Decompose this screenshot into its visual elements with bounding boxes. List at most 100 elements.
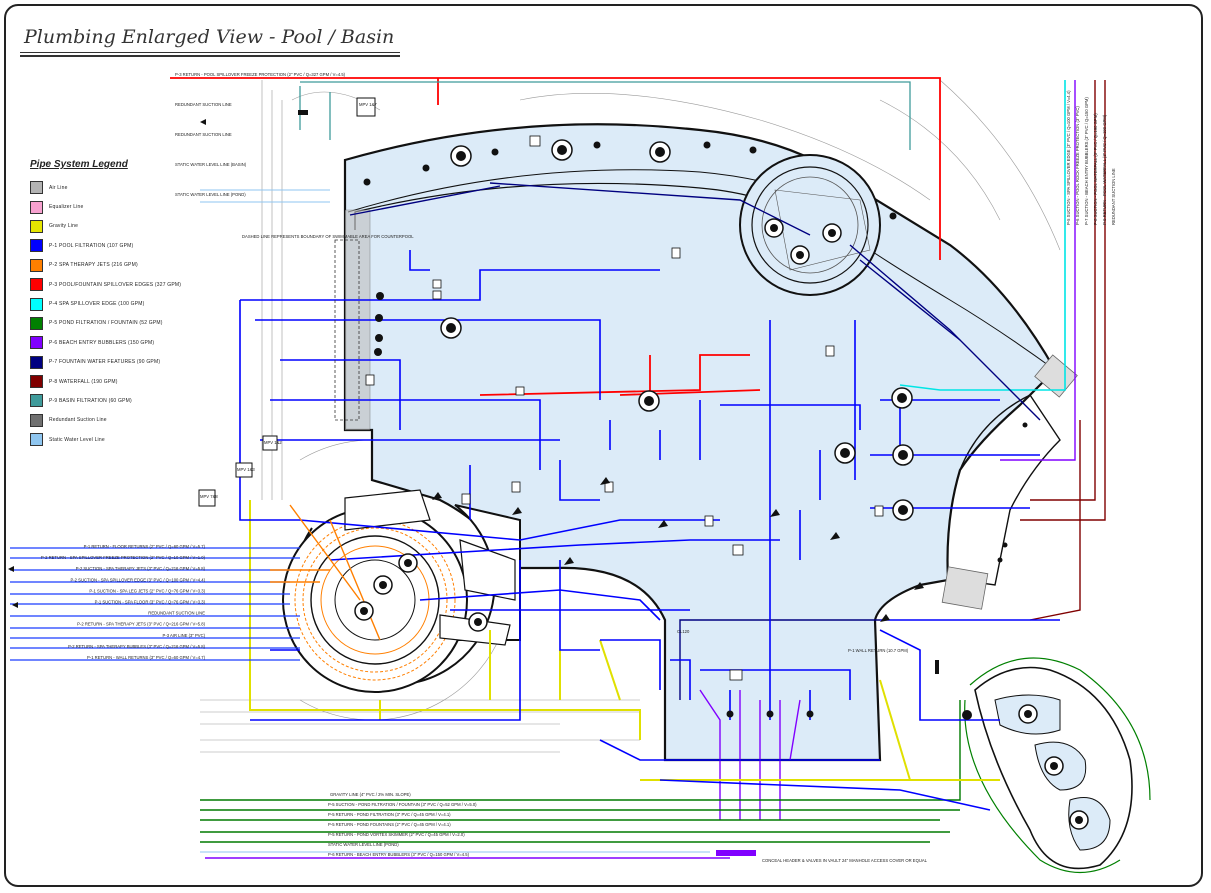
drawing-title: Plumbing Enlarged View - Pool / Basin [24,26,395,48]
legend-title: Pipe System Legend [30,159,128,170]
drain-fixtures [354,139,1089,830]
top-lines-label: STATIC WATER LEVEL LINE (BASIN) [175,162,247,167]
title-underline-thick [20,55,400,57]
left-lines-label: P-2 RETURN - SPA SPILLOVER FREEZE PROTEC… [41,555,206,560]
top-lines-label: STATIC WATER LEVEL LINE (POND) [175,192,246,197]
right-lines-label: P-6 SUCTION - POOL ROCK FREEZE PROTECTIO… [1075,106,1080,225]
legend-label: P-2 SPA THERAPY JETS (216 GPM) [49,262,138,269]
bottom-pipe-labels: P-5 SUCTION - POND FILTRATION / FOUNTAIN… [328,802,477,857]
dashed-line-note: DASHED LINE REPRESENTS BOUNDARY OF SWIMM… [242,234,414,239]
legend-item: Gravity Line [30,217,180,236]
legend-item: P-3 POOL/FOUNTAIN SPILLOVER EDGES (327 G… [30,275,182,294]
legend-item: Static Water Level Line [30,430,180,449]
legend-swatch [30,316,43,330]
legend-swatch [30,219,43,233]
legend-label: Gravity Line [49,223,79,230]
main-drain-icon [834,442,856,464]
legend-swatch [30,297,43,311]
main-drain-icon [764,218,784,238]
main-drain-icon [1044,756,1064,776]
left-lines-label: P-1 SUCTION - SPA FLOOR (3" PVC / Q=76 G… [95,600,206,605]
pipe-p1-filtration [239,250,1060,811]
main-drain-icon [354,601,374,621]
main-drain-icon [649,141,671,163]
left-lines-label: P-1 SUCTION - SPA LEG JETS (2" PVC / Q=7… [89,588,205,593]
top-lines-label: P-3 RETURN - POOL SPILLOVER FREEZE PROTE… [175,72,346,77]
legend-label: Static Water Level Line [49,436,105,443]
top-lines-label: REDUNDANT SUCTION LINE [175,132,232,137]
cl120-label: CL120 [677,629,690,634]
black-fittings [298,110,939,674]
swimmable-boundary [334,239,360,421]
left-lines-label: P-2 RETURN - SPA THERAPY JETS (3" PVC / … [77,622,205,627]
legend-item: P-7 FOUNTAIN WATER FEATURES (90 GPM) [30,353,180,372]
left-lines-label: P-2 SUCTION - SPA SPILLOVER EDGE (3" PVC… [70,577,205,582]
main-drain-icon [891,387,913,409]
main-drain-icon [892,444,914,466]
legend-swatch [30,413,43,427]
legend-label: Redundant Suction Line [49,417,107,424]
main-drain-icon [373,575,393,595]
mpv-label-a: MPV 1&7 [359,102,377,107]
valve-boxes [365,135,884,681]
bottom-lines-label: STATIC WATER LEVEL LINE (POND) [328,842,399,847]
top-pipe-labels: P-3 RETURN - POOL SPILLOVER FREEZE PROTE… [175,72,346,197]
bottom-lines-label: P-5 RETURN - POND FILTRATION (3" PVC / Q… [328,812,451,817]
main-drain-icon [638,390,660,412]
spa-circle [282,489,521,693]
legend-item: Equalizer Line [30,197,180,216]
right-lines-label: REDUNDANT SUCTION LINE [1111,168,1116,225]
legend-swatch [30,278,43,292]
mpv-label-d: MPV 7&8 [200,494,218,499]
legend-label: P-4 SPA SPILLOVER EDGE (100 GPM) [49,301,145,308]
pipe-p3-spillover [170,77,941,396]
right-lines-label: P-9 RETURN - POOL WATERFALL (3" PVC / Q=… [1102,114,1107,225]
right-lines-label: P-5 SUCTION - SPA SPILLOVER EDGE (3" PVC… [1066,90,1071,225]
left-pipe-labels: P-1 RETURN - FLOOR RETURNS (2" PVC / Q=6… [41,544,206,660]
legend-label: P-8 WATERFALL (190 GPM) [49,378,118,385]
legend-item: P-6 BEACH ENTRY BUBBLERS (150 GPM) [30,333,180,352]
left-lines-label: P-3 AIR LINE (3" PVC) [163,633,206,638]
legend-swatch [30,433,43,447]
top-lines-label: REDUNDANT SUCTION LINE [175,102,232,107]
bottom-lines-label: P-5 RETURN - POND FOUNTAINS (2" PVC / Q=… [328,822,451,827]
pipe-p5-pond [200,700,961,843]
main-drain-icon [1069,810,1089,830]
legend-item: P-5 POND FILTRATION / FOUNTAIN (52 GPM) [30,314,180,333]
legend-item: P-2 SPA THERAPY JETS (216 GPM) [30,256,180,275]
conceal-note: CONCEAL HEADER & VALVES IN VAULT 24" MAN… [762,858,928,863]
mpv-labels: MPV 1&7 MPV 1&2 MPV 1&3 MPV 7&8 [200,102,377,499]
wall-return-label: P-1 WALL RETURN (10.7 GPM) [848,648,909,653]
wall-return-dots [363,141,1028,720]
pipe-p9-basin [299,81,911,150]
pipe-gravity [249,500,1000,781]
legend-label: P-3 POOL/FOUNTAIN SPILLOVER EDGES (327 G… [49,281,182,288]
pipe-spa-returns [10,547,300,661]
legend-label: Equalizer Line [49,204,84,211]
main-drain-icon [1018,704,1038,724]
pipe-p7-fountain [349,182,1041,700]
legend-label: Air Line [49,184,68,191]
pipe-p8-waterfall [1020,80,1106,621]
main-drain-icon [822,223,842,243]
right-lines-label: P-7 SUCTION - BEACH ENTRY BUBBLERS (3" P… [1084,97,1089,225]
legend-item: P-4 SPA SPILLOVER EDGE (100 GPM) [30,294,180,313]
left-lines-label: P-1 RETURN - WALL RETURNS (3" PVC / Q=60… [87,655,206,660]
main-drain-icon [892,499,914,521]
valve-header: CONCEAL HEADER & VALVES IN VAULT 24" MAN… [716,850,928,863]
title-underline [20,52,400,53]
legend-swatch [30,355,43,369]
main-drain-icon [440,317,462,339]
main-drain-icon [468,612,488,632]
bottom-lines-label: P-5 SUCTION - POND FILTRATION / FOUNTAIN… [328,802,477,807]
right-lines-label: P-8 SUCTION - POOL WATERFALL (3" PVC / Q… [1093,113,1098,225]
bottom-lines-label: P-5 RETURN - POND VORTEX SKIMMER (2" PVC… [328,832,465,837]
left-lines-label: REDUNDANT SUCTION LINE [148,611,205,616]
main-drain-icon [398,553,418,573]
legend-item: Air Line [30,178,180,197]
legend-swatch [30,200,43,214]
main-drain-icon [551,139,573,161]
fountain-spa-circle [739,154,881,296]
gravity-line-label: GRAVITY LINE (4" PVC / 2% MIN. SLOPE) [330,792,411,797]
